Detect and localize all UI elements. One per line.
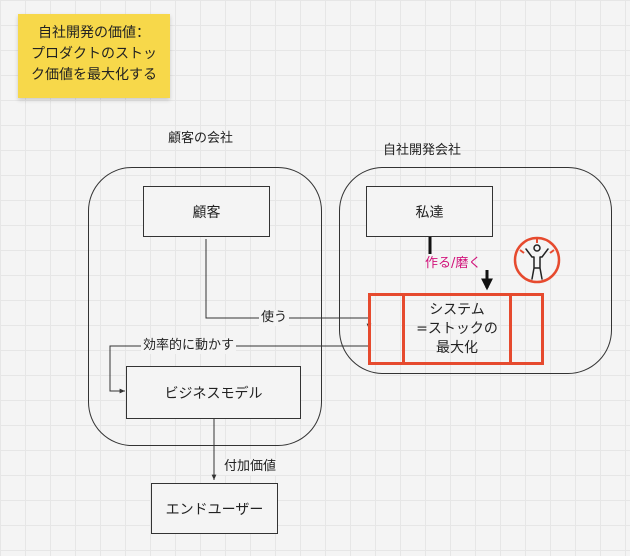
node-system-line: 最大化: [435, 339, 478, 356]
node-end-user[interactable]: エンドユーザー: [151, 483, 278, 534]
customer-company-container[interactable]: [88, 167, 322, 446]
customer-company-label: 顧客の会社: [168, 131, 234, 146]
edge-operate-label: 効率的に動かす: [141, 338, 237, 354]
node-end-user-label: エンドユーザー: [165, 501, 264, 518]
node-system-line: システム: [429, 301, 485, 318]
own-company-container[interactable]: [339, 167, 612, 374]
edge-added-value-label: 付加価値: [222, 459, 279, 475]
edge-operate-line: [109, 345, 369, 394]
node-business-model-label: ビジネスモデル: [164, 385, 263, 402]
sticky-note-line: プロダクトのストッ: [31, 46, 157, 62]
node-customer[interactable]: 顧客: [143, 186, 270, 237]
node-system[interactable]: システム =ストックの 最大化: [368, 293, 544, 365]
node-business-model[interactable]: ビジネスモデル: [126, 366, 301, 419]
node-system-line: =ストックの: [416, 320, 498, 337]
node-us[interactable]: 私達: [366, 186, 493, 237]
edge-use-label: 使う: [259, 310, 290, 326]
node-system-inner: システム =ストックの 最大化: [402, 293, 512, 365]
sticky-note[interactable]: 自社開発の価値： プロダクトのストッ ク価値を最大化する: [18, 14, 170, 98]
own-company-label: 自社開発会社: [383, 143, 462, 158]
node-customer-label: 顧客: [192, 204, 221, 221]
person-arms-raised-icon: [512, 235, 562, 285]
edge-make-polish-label: 作る/磨く: [425, 256, 482, 271]
sticky-note-line: ク価値を最大化する: [31, 67, 157, 83]
sticky-note-line: 自社開発の価値：: [38, 25, 150, 41]
node-us-label: 私達: [415, 204, 444, 221]
